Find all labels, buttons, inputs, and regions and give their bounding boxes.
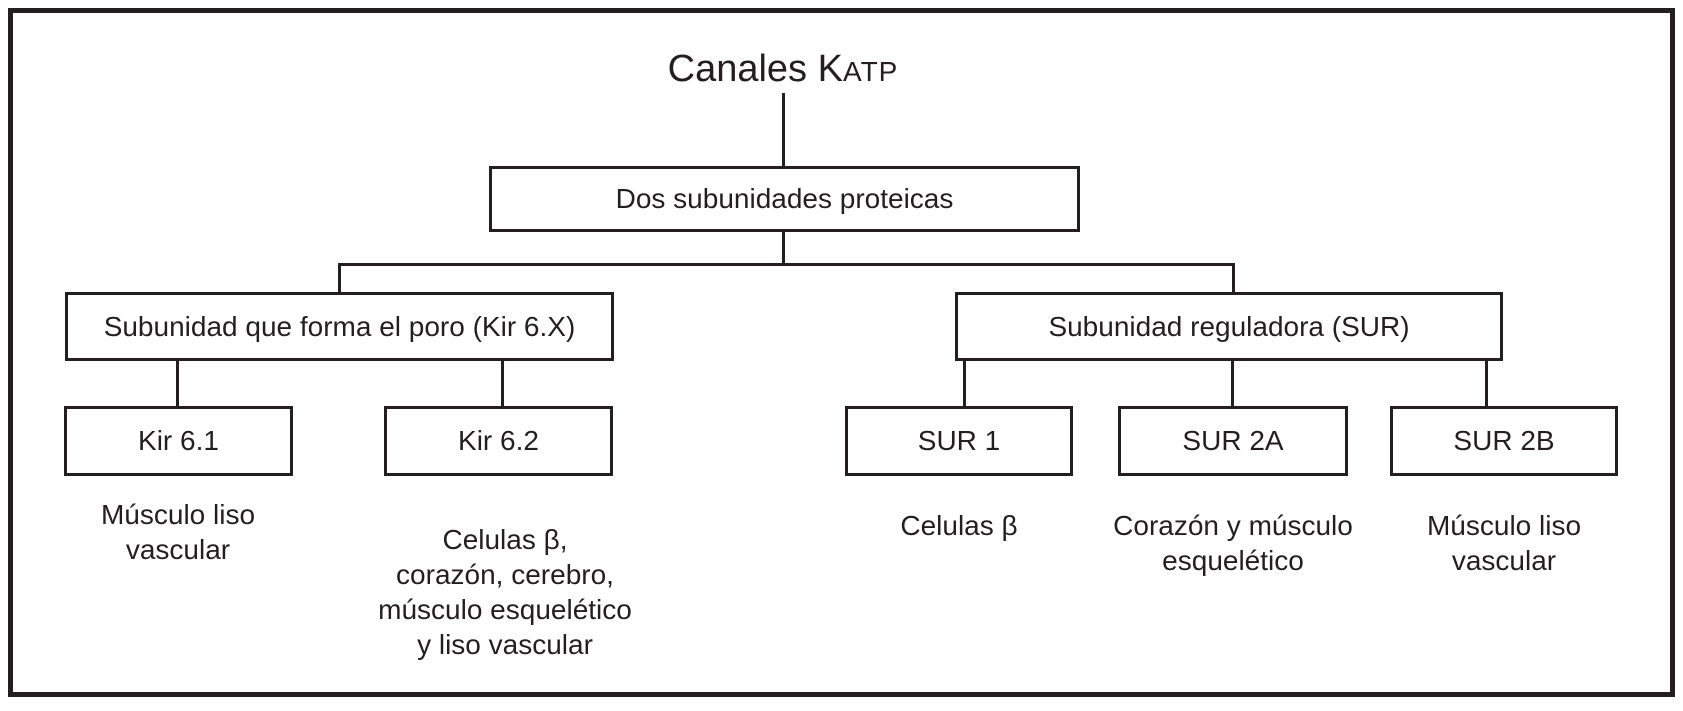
node-subunidad-poro: Subunidad que forma el poro (Kir 6.X) [65, 292, 614, 361]
node-sur-2b: SUR 2B [1390, 406, 1618, 476]
node-dos-subunidades-label: Dos subunidades proteicas [615, 183, 954, 214]
node-subunidad-reguladora-label: Subunidad reguladora (SUR) [1048, 310, 1410, 342]
tissue-line: Músculo liso [1426, 510, 1582, 541]
tissue-label-sur-2a: Corazón y músculo esquelético [1058, 508, 1408, 578]
tissue-line: y liso vascular [417, 629, 593, 660]
tissue-label-kir-6-2: Celulas β, corazón, cerebro, músculo esq… [330, 522, 680, 662]
node-kir-6-1: Kir 6.1 [64, 406, 293, 476]
connector-root-down [782, 232, 785, 266]
connector-title-to-root [782, 93, 785, 166]
tissue-label-sur-1: Celulas β [784, 508, 1134, 543]
node-kir-6-2: Kir 6.2 [384, 406, 613, 476]
connector-sur-to-sur1 [963, 361, 966, 406]
connector-drop-right-branch [1232, 263, 1235, 292]
node-kir-6-2-label: Kir 6.2 [458, 425, 539, 456]
title-main-text: Canales K [667, 48, 843, 90]
tissue-line: Músculo liso [100, 499, 256, 530]
tissue-line: vascular [125, 534, 231, 565]
connector-poro-to-kir61 [176, 361, 179, 406]
connector-split-horizontal [338, 263, 1235, 266]
connector-sur-to-sur2b [1485, 361, 1488, 406]
node-dos-subunidades: Dos subunidades proteicas [489, 166, 1080, 232]
tissue-line: Celulas β [900, 510, 1018, 541]
tissue-line: corazón, cerebro, [396, 559, 614, 590]
connector-sur-to-sur2a [1231, 361, 1234, 406]
node-kir-6-1-label: Kir 6.1 [138, 425, 219, 456]
node-sur-1: SUR 1 [845, 406, 1073, 476]
title-subscript: ATP [842, 56, 899, 87]
diagram-title: Canales KATP [483, 47, 1083, 94]
node-sur-2b-label: SUR 2B [1453, 425, 1555, 456]
tissue-line: músculo esquelético [378, 594, 632, 625]
outer-border-frame [8, 8, 1675, 697]
tissue-line: esquelético [1162, 545, 1304, 576]
node-sur-1-label: SUR 1 [917, 425, 1001, 456]
tissue-label-sur-2b: Músculo liso vascular [1329, 508, 1679, 578]
tissue-line: vascular [1451, 545, 1557, 576]
connector-poro-to-kir62 [501, 361, 504, 406]
connector-drop-left-branch [338, 263, 341, 292]
tissue-line: Celulas β, [442, 524, 568, 555]
tissue-label-kir-6-1: Músculo liso vascular [3, 497, 353, 567]
node-sur-2a: SUR 2A [1118, 406, 1348, 476]
node-sur-2a-label: SUR 2A [1182, 425, 1284, 456]
tissue-line: Corazón y músculo [1113, 510, 1353, 541]
node-subunidad-poro-label: Subunidad que forma el poro (Kir 6.X) [103, 310, 576, 342]
node-subunidad-reguladora: Subunidad reguladora (SUR) [955, 292, 1503, 361]
